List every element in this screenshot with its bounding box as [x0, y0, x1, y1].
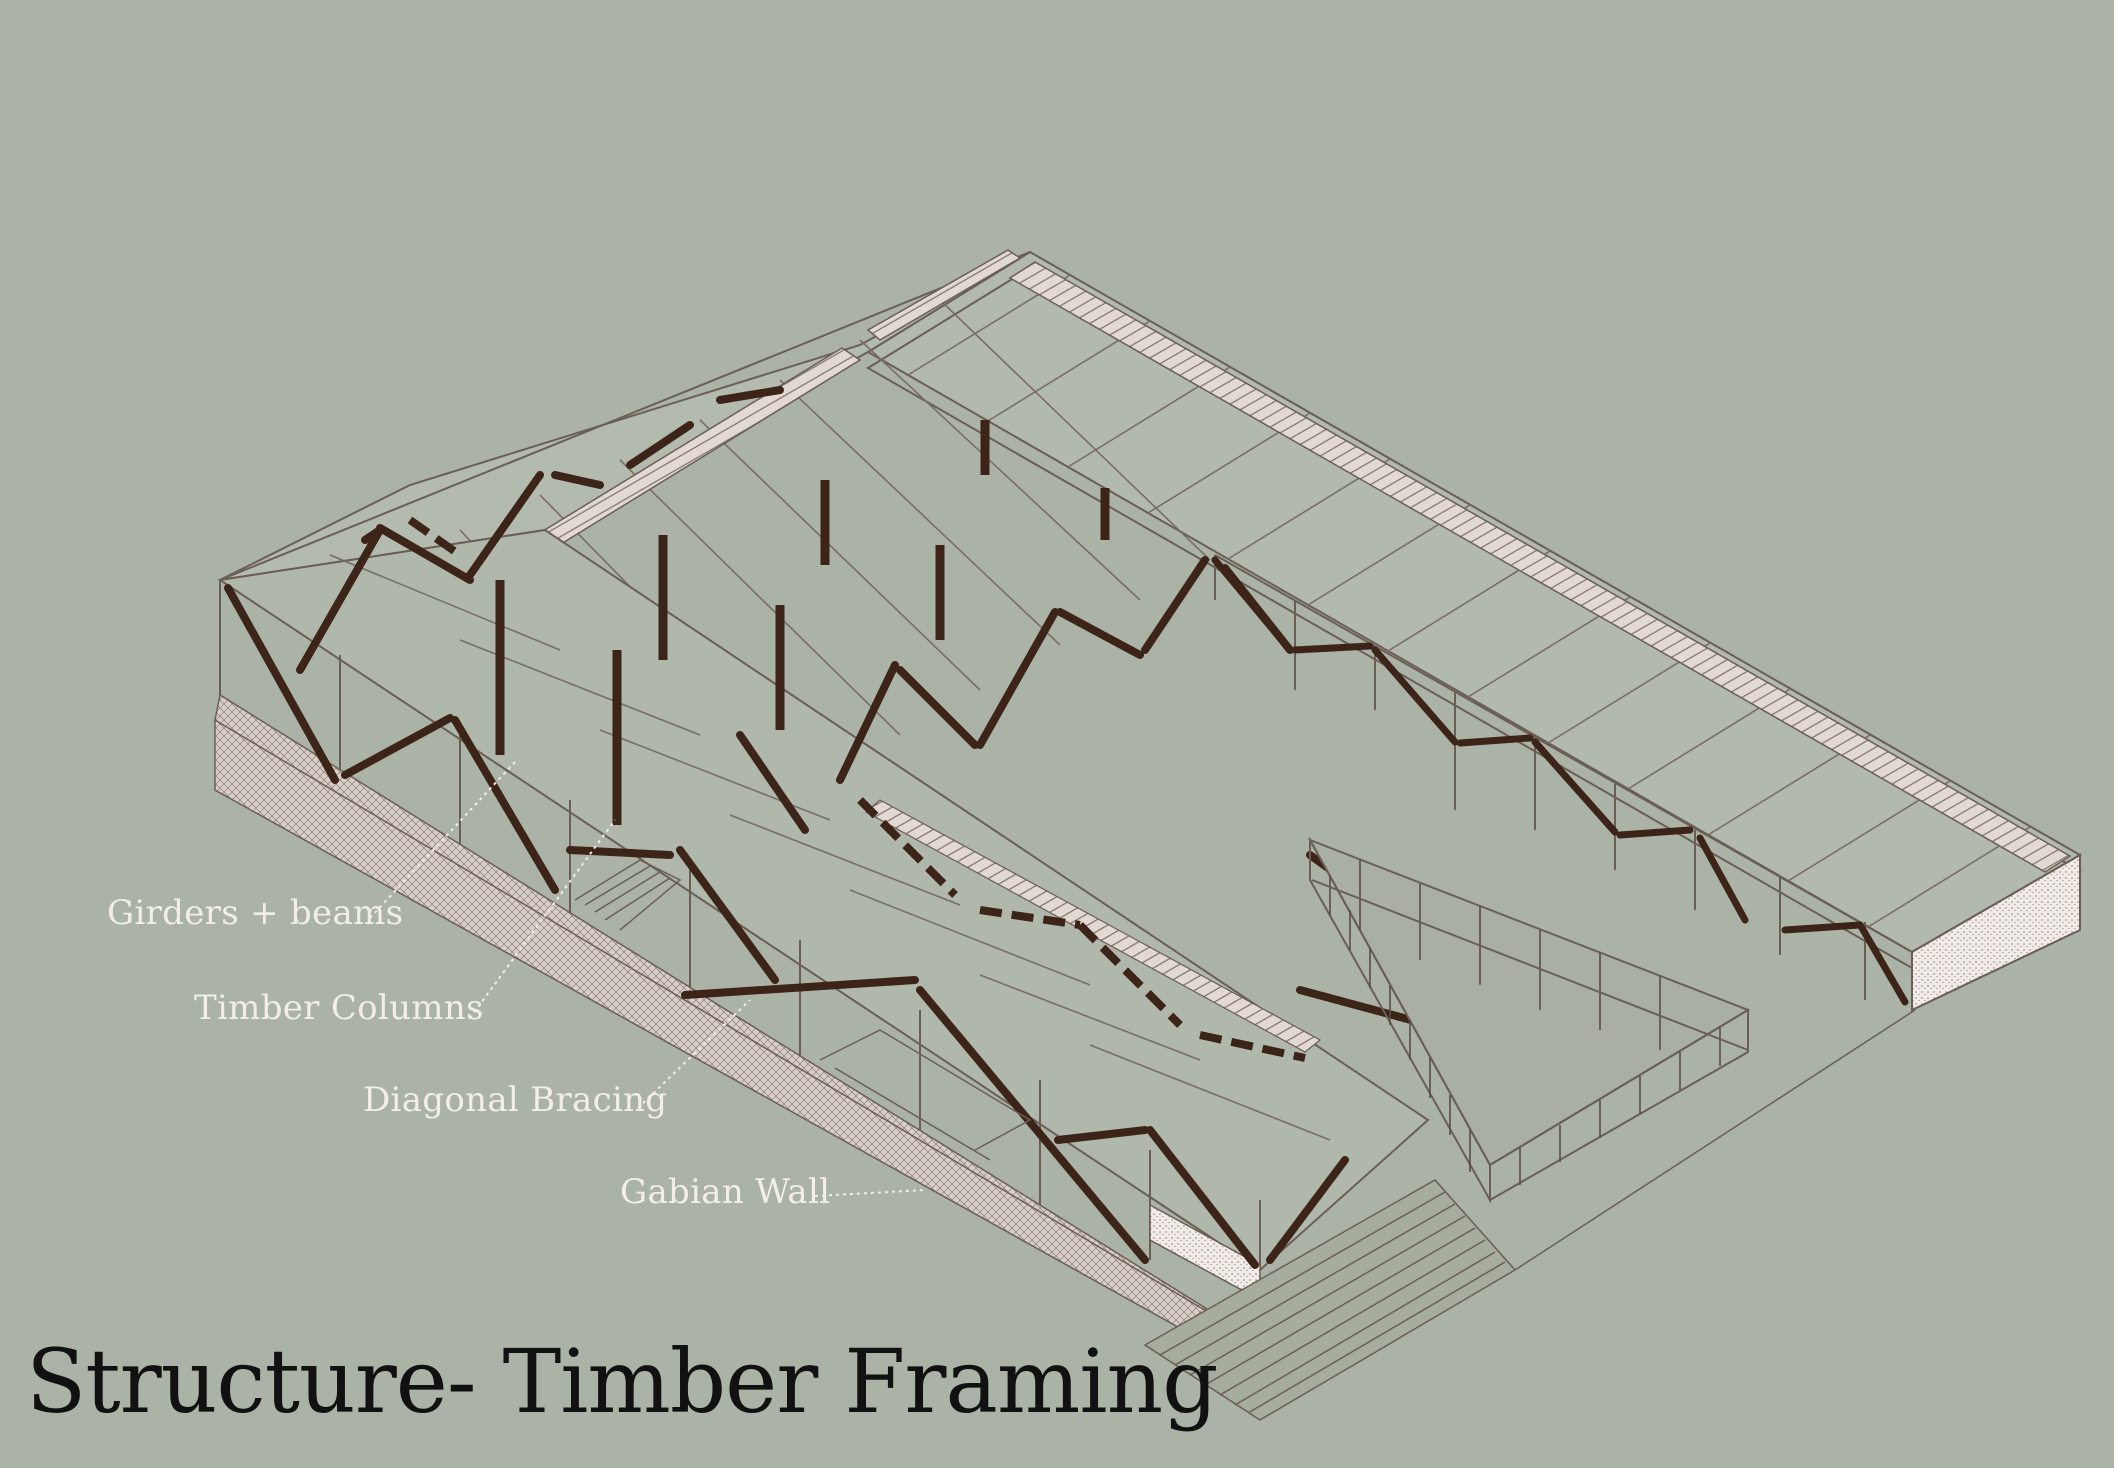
diagonal-bracing-label: Diagonal Bracing — [363, 1080, 668, 1120]
east-wing-diagonal-braces — [1211, 556, 1909, 1006]
triangular-glazed-pavilion — [1307, 836, 1751, 1204]
interior-stair — [574, 859, 1032, 1161]
wall-leader — [814, 1189, 926, 1197]
columns-leader — [469, 819, 616, 1019]
north-skylight-strip-a — [866, 249, 1022, 341]
girders-beams-label: Girders + beams — [107, 893, 404, 933]
girders-leader — [369, 761, 516, 919]
page-title: Structure- Timber Framing — [26, 1330, 1218, 1433]
bracing-leader — [637, 999, 751, 1109]
timber-columns-label: Timber Columns — [194, 988, 484, 1028]
gabion-wall-label: Gabian Wall — [620, 1172, 831, 1212]
callout-leaders — [369, 761, 926, 1197]
timber-dashed-braces — [407, 516, 1306, 1062]
entry-steps — [1143, 1009, 1916, 1421]
east-skylight-strip — [1008, 261, 2072, 873]
